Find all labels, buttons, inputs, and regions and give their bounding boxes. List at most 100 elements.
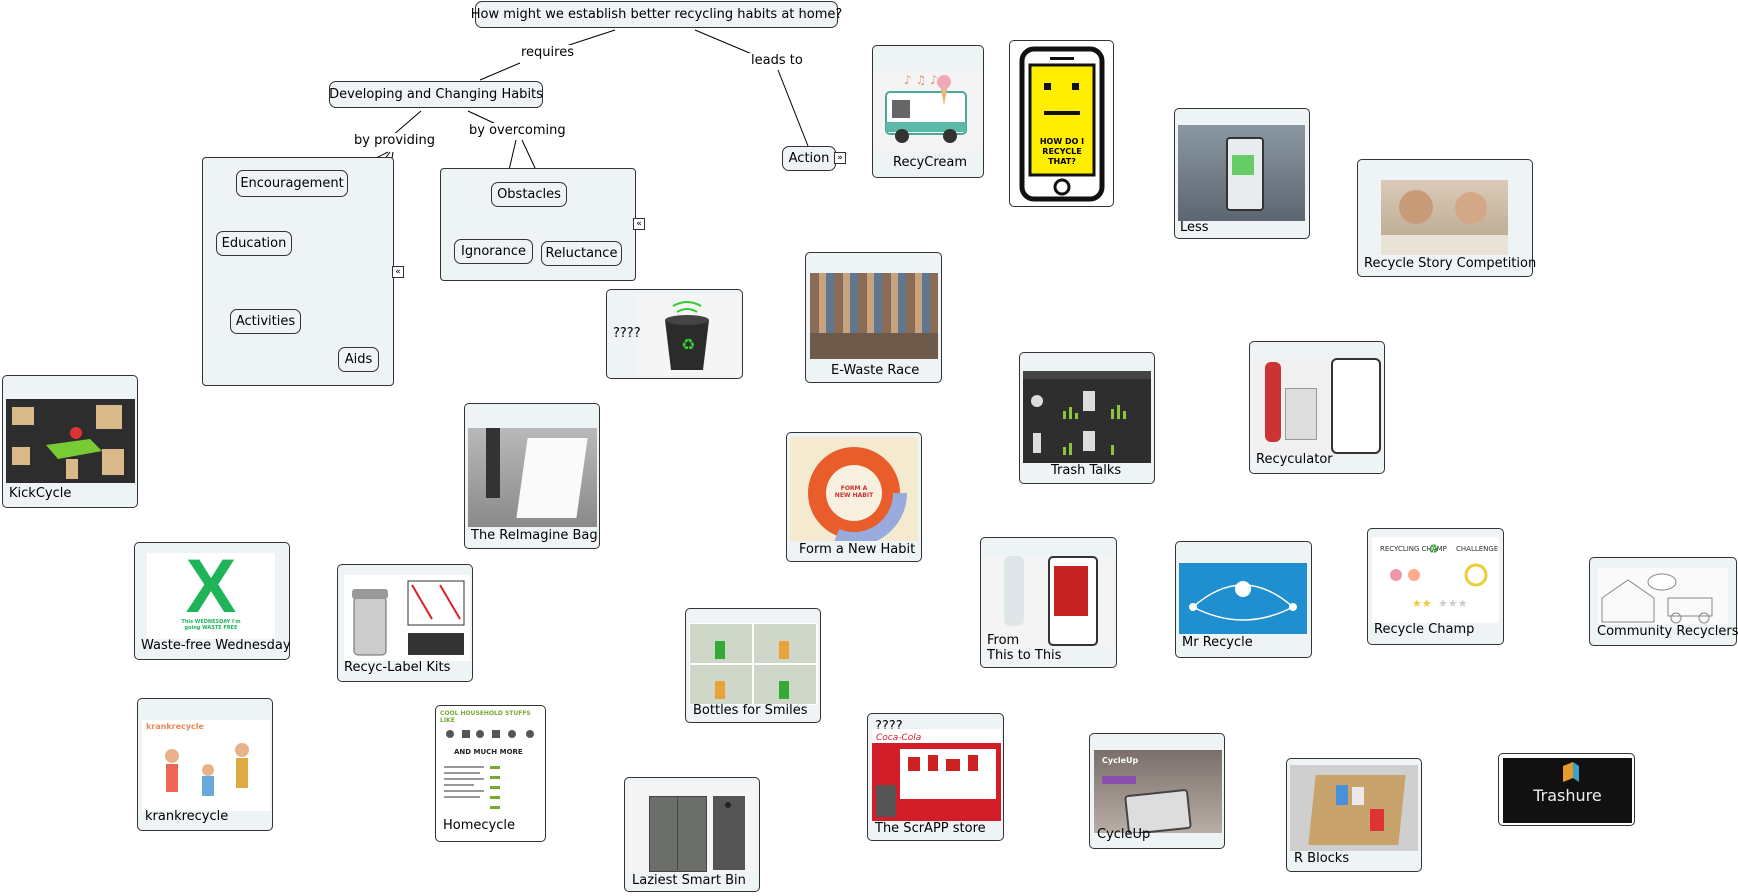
svg-text:★★★: ★★★ bbox=[1438, 597, 1468, 610]
card-from-this-to-this[interactable]: From This to This bbox=[980, 537, 1117, 668]
poster-thumbnail: X This WEDNESDAY I'm going WASTE FREE bbox=[147, 553, 275, 639]
krank-logo-text: krankrecycle bbox=[146, 722, 204, 731]
activities-node[interactable]: Activities bbox=[230, 309, 301, 334]
card-homecycle[interactable]: COOL HOUSEHOLD STUFFS LIKE AND MUCH MORE… bbox=[435, 705, 546, 842]
card-caption: RecyCream bbox=[893, 155, 968, 170]
infographic-thumbnail: FORM A NEW HABIT bbox=[790, 437, 918, 541]
card-caption: Form a New Habit bbox=[799, 542, 916, 557]
card-caption: Recycle Champ bbox=[1374, 622, 1475, 637]
obstacles-node[interactable]: Obstacles bbox=[491, 182, 567, 207]
card-smart-bin[interactable]: ♻ ???? bbox=[606, 289, 743, 379]
card-laziest-smart-bin[interactable]: Laziest Smart Bin bbox=[624, 777, 760, 892]
reluctance-node[interactable]: Reluctance bbox=[541, 241, 622, 266]
svg-text:♻: ♻ bbox=[1428, 542, 1439, 556]
card-caption: Mr Recycle bbox=[1182, 635, 1253, 650]
card-recyc-label-kits[interactable]: Recyc-Label Kits bbox=[337, 564, 473, 682]
sketch-thumbnail bbox=[1598, 568, 1728, 624]
photo-thumbnail bbox=[1178, 125, 1305, 221]
card-caption: Trash Talks bbox=[1051, 463, 1122, 478]
card-e-waste-race[interactable]: E-Waste Race bbox=[805, 252, 942, 383]
website-thumbnail: CycleUp bbox=[1094, 750, 1222, 833]
card-waste-free-wednesday[interactable]: X This WEDNESDAY I'm going WASTE FREE Wa… bbox=[134, 542, 291, 660]
svg-text:Coca-Cola: Coca-Cola bbox=[876, 733, 921, 743]
card-recycle-story[interactable]: Recycle Story Competition bbox=[1357, 159, 1537, 277]
edge-requires-habits bbox=[479, 62, 521, 81]
encouragement-node[interactable]: Encouragement bbox=[236, 170, 348, 197]
diagram-thumbnail bbox=[6, 399, 135, 483]
illustration-thumbnail: krankrecycle bbox=[142, 720, 270, 811]
svg-text:♪ ♫ ♪: ♪ ♫ ♪ bbox=[904, 73, 938, 87]
card-caption: E-Waste Race bbox=[831, 363, 920, 378]
smartphone-icon: HOW DO I RECYCLE THAT? bbox=[1016, 45, 1108, 203]
card-mr-recycle[interactable]: Mr Recycle bbox=[1175, 541, 1312, 658]
card-reimagine-bag[interactable]: The ReImagine Bag bbox=[464, 403, 600, 549]
card-phone[interactable]: HOW DO I RECYCLE THAT? bbox=[1009, 40, 1114, 207]
grid-thumbnail bbox=[689, 623, 817, 705]
card-caption: Waste-free Wednesday bbox=[141, 638, 291, 653]
card-caption: Recycle Story Competition bbox=[1364, 256, 1537, 271]
card-caption: The ScrAPP store bbox=[875, 821, 986, 836]
education-node[interactable]: Education bbox=[216, 231, 292, 256]
card-recycream[interactable]: ♪ ♫ ♪ RecyCream bbox=[872, 45, 984, 178]
photo-thumbnail bbox=[1253, 358, 1382, 454]
habits-node[interactable]: Developing and Changing Habits bbox=[329, 81, 543, 108]
infographic-thumbnail bbox=[1179, 563, 1307, 634]
card-community-recyclers[interactable]: Community Recyclers bbox=[1589, 557, 1738, 646]
svg-text:RECYCLING CHAMP: RECYCLING CHAMP bbox=[1380, 545, 1447, 553]
card-cycleup[interactable]: CycleUp CycleUp bbox=[1089, 733, 1225, 849]
x-mark-icon: X bbox=[185, 553, 237, 629]
card-bottles-for-smiles[interactable]: Bottles for Smiles bbox=[685, 608, 821, 723]
poster-heading: COOL HOUSEHOLD STUFFS LIKE bbox=[440, 710, 531, 724]
svg-text:CHALLENGE: CHALLENGE bbox=[1456, 545, 1498, 553]
product-thumbnail bbox=[344, 575, 470, 661]
ignorance-node[interactable]: Ignorance bbox=[454, 239, 533, 264]
website-thumbnail: Coca-Cola bbox=[872, 729, 1001, 821]
poster-subheading: AND MUCH MORE bbox=[454, 748, 523, 756]
card-scrapp-store[interactable]: ???? Coca-Cola The ScrAPP store bbox=[867, 713, 1004, 841]
poster-thumbnail: COOL HOUSEHOLD STUFFS LIKE AND MUCH MORE bbox=[440, 710, 542, 827]
card-recyculator[interactable]: Recyculator bbox=[1249, 341, 1385, 474]
photo-thumbnail bbox=[984, 556, 1114, 648]
card-caption: ???? bbox=[613, 326, 641, 341]
aids-node[interactable]: Aids bbox=[338, 347, 379, 372]
infographic-thumbnail bbox=[1023, 371, 1151, 463]
root-question-node[interactable]: How might we establish better recycling … bbox=[471, 1, 842, 28]
trashure-logo-text: Trashure bbox=[1533, 786, 1602, 805]
logo-thumbnail: Trashure bbox=[1503, 758, 1632, 823]
link-label-by-providing: by providing bbox=[352, 133, 438, 148]
expand-icon[interactable]: » bbox=[834, 152, 846, 164]
card-less[interactable]: Less bbox=[1174, 108, 1310, 239]
collapse-icon[interactable]: « bbox=[392, 266, 404, 278]
svg-text:♻: ♻ bbox=[681, 335, 695, 354]
card-caption: Bottles for Smiles bbox=[693, 703, 808, 718]
cycleup-logo-text: CycleUp bbox=[1102, 756, 1139, 765]
card-caption: Laziest Smart Bin bbox=[632, 873, 746, 888]
edge-leadsto-action bbox=[777, 69, 809, 147]
photo-thumbnail bbox=[810, 273, 938, 359]
card-caption: Community Recyclers bbox=[1597, 624, 1738, 639]
collapse-icon[interactable]: « bbox=[633, 218, 645, 230]
card-caption: R Blocks bbox=[1294, 851, 1350, 866]
card-caption: Less bbox=[1180, 220, 1209, 235]
card-krankrecycle[interactable]: krankrecycle krankrecycle bbox=[137, 698, 273, 831]
card-caption: Homecycle bbox=[443, 818, 515, 833]
card-caption: From This to This bbox=[987, 633, 1062, 663]
bin-thumbnail bbox=[629, 782, 757, 872]
card-trash-talks[interactable]: Trash Talks bbox=[1019, 352, 1155, 484]
card-form-new-habit[interactable]: FORM A NEW HABIT Form a New Habit bbox=[786, 432, 922, 562]
photo-thumbnail bbox=[1381, 180, 1508, 255]
card-trashure[interactable]: Trashure bbox=[1498, 753, 1635, 826]
link-label-leads-to: leads to bbox=[749, 53, 805, 68]
card-caption: KickCycle bbox=[9, 486, 72, 501]
action-node[interactable]: Action bbox=[782, 146, 836, 171]
poster-text: This WEDNESDAY I'm going WASTE FREE bbox=[181, 619, 241, 631]
card-r-blocks[interactable]: R Blocks bbox=[1286, 758, 1422, 872]
phone-screen-text: HOW DO I RECYCLE THAT? bbox=[1039, 137, 1085, 166]
photo-thumbnail bbox=[468, 428, 597, 527]
edge-root-leadsto bbox=[694, 29, 753, 55]
card-caption: CycleUp bbox=[1097, 827, 1151, 842]
card-kickcycle[interactable]: KickCycle bbox=[2, 375, 138, 508]
